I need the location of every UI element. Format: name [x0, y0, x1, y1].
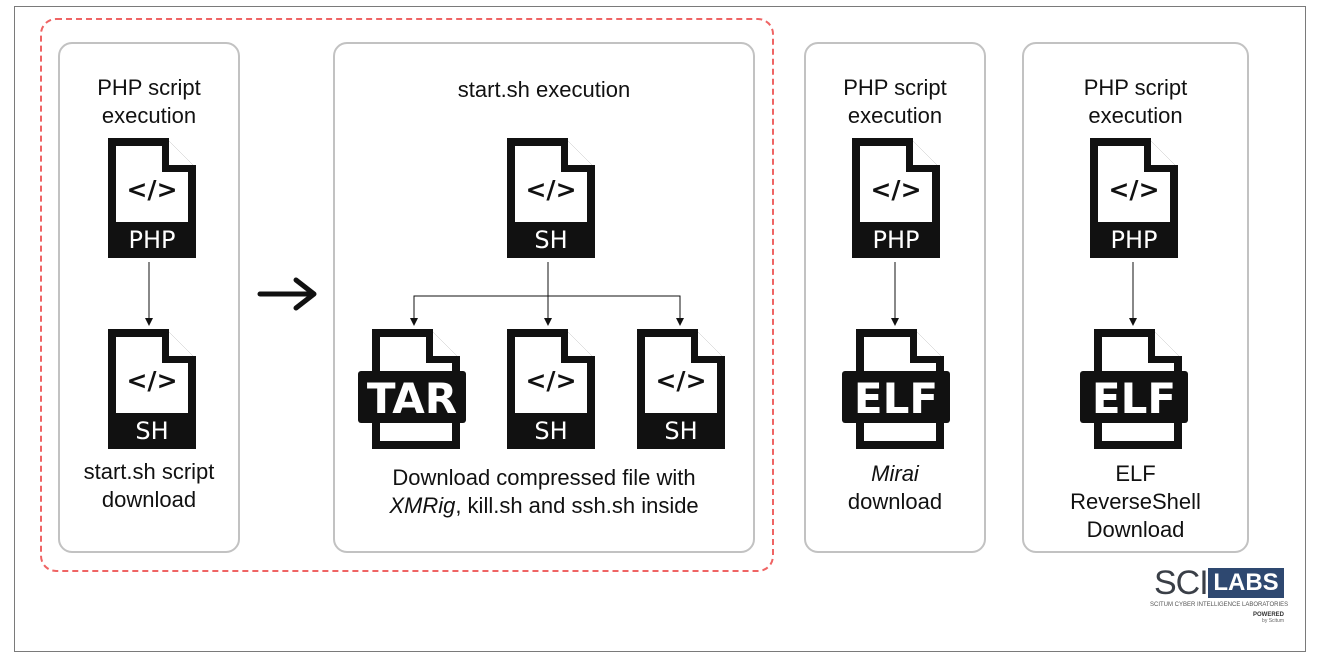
svg-text:</>: </>	[525, 175, 576, 204]
svg-text:ELF: ELF	[1092, 374, 1176, 423]
sh-file-icon: </> SH	[633, 325, 729, 453]
big-right-arrow-icon	[257, 277, 317, 311]
svg-text:SH: SH	[534, 226, 567, 254]
svg-text:SH: SH	[534, 417, 567, 445]
svg-text:</>: </>	[126, 175, 177, 204]
svg-text:PHP: PHP	[873, 226, 920, 254]
diagram-frame	[14, 6, 1306, 652]
sh-file-icon: </> SH	[503, 325, 599, 453]
php-file-icon: </> PHP	[848, 134, 944, 262]
sh-file-icon: </> SH	[503, 134, 599, 262]
svg-text:ELF: ELF	[854, 374, 938, 423]
logo-subtitle: SCITUM CYBER INTELLIGENCE LABORATORIES	[1150, 602, 1289, 608]
svg-text:PHP: PHP	[129, 226, 176, 254]
panel1-top-label: PHP script execution	[97, 75, 201, 128]
mirai-italic: Mirai	[871, 461, 919, 486]
panel2-bottom-label: Download compressed file with XMRig, kil…	[389, 465, 699, 518]
logo-sci-text: SCI	[1154, 564, 1209, 602]
elf-file-icon: ELF	[1080, 325, 1188, 453]
panel4-bottom-label: ELF ReverseShell Download	[1070, 461, 1201, 542]
sh-file-icon: </> SH	[104, 325, 200, 453]
panel4-top-label: PHP script execution	[1083, 75, 1188, 128]
panel3-bottom-label: Mirai download	[847, 461, 943, 514]
logo-labs-badge: LABS	[1208, 568, 1284, 598]
svg-text:</>: </>	[870, 175, 921, 204]
svg-text:</>: </>	[126, 366, 177, 395]
php-file-icon: </> PHP	[1086, 134, 1182, 262]
panel1-bottom-label: start.sh script download	[83, 459, 215, 512]
tar-file-icon: TAR	[358, 325, 466, 453]
php-file-icon: </> PHP	[104, 134, 200, 262]
panel3-top-label: PHP script execution	[843, 75, 947, 128]
svg-text:</>: </>	[525, 366, 576, 395]
svg-text:</>: </>	[655, 366, 706, 395]
svg-text:PHP: PHP	[1111, 226, 1158, 254]
stage-group-dashed-border	[40, 18, 774, 572]
svg-text:SH: SH	[135, 417, 168, 445]
svg-text:SH: SH	[664, 417, 697, 445]
xmrig-italic: XMRig	[389, 493, 456, 518]
panel2-top-label: start.sh execution	[457, 77, 631, 102]
panel-reverse-shell	[1022, 42, 1249, 553]
svg-text:</>: </>	[1108, 175, 1159, 204]
logo-by: by Scitum	[1262, 618, 1284, 624]
scilabs-logo: SCI LABS SCITUM CYBER INTELLIGENCE LABOR…	[1150, 564, 1289, 624]
elf-file-icon: ELF	[842, 325, 950, 453]
logo-powered: POWERED	[1252, 612, 1284, 618]
svg-text:TAR: TAR	[367, 374, 457, 423]
